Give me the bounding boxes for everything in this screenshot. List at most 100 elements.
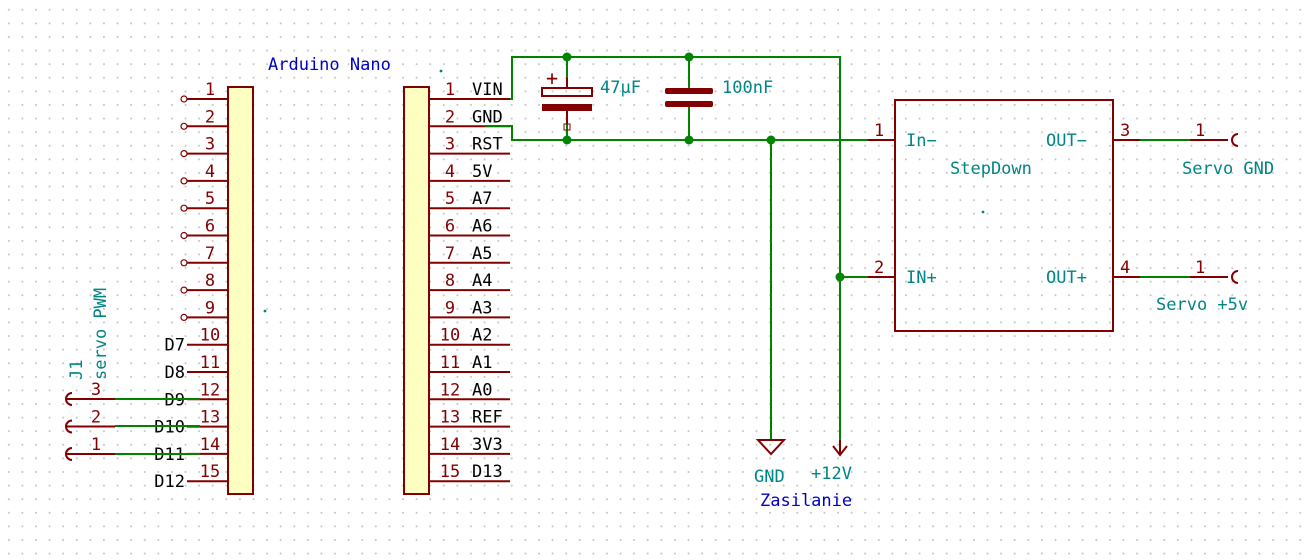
gnd-symbol-icon [755,439,787,456]
pin-number: 8 [445,271,455,291]
pin-name: D7 [165,336,185,356]
left-header-pin: 9 [180,298,228,321]
pin-number: 3 [205,135,215,155]
pin-number: 5 [445,189,455,209]
pin-open-circle-icon [180,122,188,130]
pin-number: 12 [200,380,220,400]
label-out-plus: OUT+ [1046,268,1087,288]
pin-name: A2 [472,326,492,346]
cap-anchor [563,123,571,131]
pin-number: 13 [200,408,220,428]
pin-num-out-minus: 3 [1120,121,1130,141]
stepdown-body [894,99,1114,332]
wire-gnd [485,125,868,141]
left-header-pin: 2 [180,107,228,130]
nano-pin: 2 GND [429,107,510,128]
cap-plate-bottom [665,101,713,107]
left-header-pin: 7 [180,244,228,267]
cap-plate-top [665,88,713,94]
nano-pin: 4 5V [429,162,510,182]
pin-number: 7 [205,244,215,264]
pin-num-out-plus: 4 [1120,258,1130,278]
supply-label: Zasilanie [760,491,852,511]
pin-num-in-plus: 2 [874,258,884,278]
pin-number: 2 [445,107,455,127]
pin-open-circle-icon [180,150,188,158]
pin-name: VIN [472,80,503,100]
power-symbols: GND +12V Zasilanie [754,439,852,511]
pin-open-circle-icon [180,313,188,321]
wires [115,56,1190,455]
v12-label: +12V [811,464,852,484]
pin-name: D13 [472,462,503,482]
left-header-pin: 5 [180,189,228,212]
pin-name: A5 [472,244,492,264]
cap-plus-sign: + [546,66,558,90]
socket-icon [1231,133,1239,147]
pin-number: 4 [205,162,215,182]
pin-open-circle-icon [180,204,188,212]
pin-number: 4 [445,162,455,182]
pin-number: 12 [440,380,460,400]
servo-gnd-pin: 1 [1195,121,1205,141]
pin-number: 15 [440,462,460,482]
pin-name: A6 [472,217,492,237]
stepdown-module: 1 2 3 4 In− IN+ OUT− OUT+ StepDown [868,99,1140,332]
j1-pin: 3 [65,380,115,406]
junction-dot [684,135,694,145]
nano-pin: 15 D13 [429,462,510,483]
j1-servo-connector: J1 servo PWM 321 [65,288,115,461]
junction-dot [562,135,572,145]
j1-value: servo PWM [91,288,111,380]
pin-name: A0 [472,380,492,400]
pin-number: 9 [445,298,455,318]
j1-ref: J1 [67,360,87,380]
capacitor-ceramic: 100nF [665,78,773,107]
stepdown-name: StepDown [950,159,1032,179]
left-header-pin: 6 [180,217,228,240]
pin-name: 5V [472,162,492,182]
left-header-pin: 4 [180,162,228,185]
pin-number: 15 [200,462,220,482]
left-header-body [227,86,254,495]
servo-5v-pin: 1 [1195,258,1205,278]
cap-100nf-label: 100nF [722,78,773,98]
pin-name: A1 [472,353,492,373]
anchor-dot [263,309,267,313]
pin-name: REF [472,408,503,428]
pin-number: 11 [200,353,220,373]
pin-num-in-minus: 1 [874,121,884,141]
anchor-dot [439,69,443,73]
pin-number: 5 [205,189,215,209]
pin-name: GND [472,107,503,127]
pin-number: 6 [445,217,455,237]
pin-number: 2 [205,107,215,127]
servo-gnd-label: Servo GND [1182,159,1274,179]
label-in-minus: In− [906,131,937,151]
j1-pin: 1 [65,435,115,461]
j1-pin: 2 [65,408,115,434]
left-header-pin: 1 [180,80,228,103]
servo-5v-label: Servo +5v [1156,295,1248,315]
junction-dot [835,272,845,282]
title-arduino-nano: Arduino Nano [268,55,391,75]
pin-number: 1 [445,80,455,100]
pin-open-circle-icon [180,231,188,240]
label-in-plus: IN+ [906,268,937,288]
pin-name: A3 [472,298,492,318]
pin-open-circle-icon [180,259,188,267]
socket-icon [1231,270,1239,284]
pin-name: 3V3 [472,435,503,455]
